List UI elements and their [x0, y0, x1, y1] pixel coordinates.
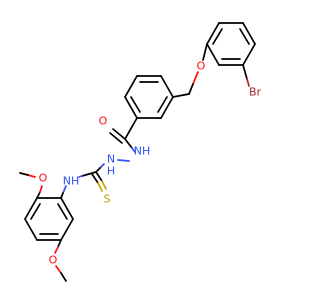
bond-ring-methoxy-ortho	[39, 185, 43, 193]
hydrazide-n-label: N	[107, 153, 115, 166]
bond	[160, 96, 174, 119]
hydrazide-h-label: H	[107, 165, 115, 178]
bond	[60, 218, 74, 241]
bond-nh-ring	[60, 192, 64, 199]
molecule-structure: O Br O NH N H NH S O O	[19, 22, 262, 282]
bromine-label: Br	[249, 86, 262, 99]
bond	[160, 75, 174, 98]
bond	[242, 22, 256, 45]
bond-ring-methoxy-ortho	[36, 191, 41, 199]
bond-nh-ring	[62, 185, 67, 194]
bond	[206, 22, 220, 45]
bond-ch2-ring	[172, 93, 190, 98]
aromatic-inner-bond	[30, 203, 41, 220]
bond-ring-bromine	[242, 64, 248, 80]
methoxy-ortho-oxygen-label: O	[39, 172, 48, 185]
bond-carbonyl-nh	[131, 147, 136, 153]
bond-methoxy-para-methyl	[55, 265, 62, 274]
bond-n-thiocarbon	[99, 163, 105, 169]
bond	[24, 197, 38, 220]
carbonyl-oxygen-label: O	[99, 115, 108, 128]
bond-ring-ether	[202, 43, 208, 61]
aromatic-inner-bond	[212, 28, 223, 45]
bond-thione-double	[97, 182, 103, 192]
bond-n-thiocarbon	[95, 167, 101, 173]
bond	[206, 43, 220, 66]
bond-hydrazine	[117, 159, 130, 162]
bond-thione-double	[101, 180, 107, 190]
bond	[124, 75, 138, 98]
bond-methoxy-para-methyl	[60, 272, 67, 282]
bromophenyl-ring	[206, 22, 256, 66]
methoxy-para-oxygen-label: O	[49, 254, 58, 267]
bond	[24, 218, 38, 241]
ether-oxygen-label: O	[197, 60, 206, 73]
aromatic-inner-bond	[239, 28, 250, 45]
thione-sulfur-label: S	[104, 193, 111, 206]
thioamide-nh-label: NH	[63, 175, 80, 188]
bond-bromine	[246, 78, 250, 87]
bond	[124, 96, 138, 119]
aromatic-inner-bond	[157, 96, 168, 113]
bond-ring-methoxy-para	[57, 239, 62, 248]
aromatic-inner-bond	[130, 96, 141, 113]
bond-thione-double	[95, 171, 103, 182]
benzene-ring	[124, 75, 174, 119]
bond-carbonyl-double	[112, 128, 126, 140]
bond-ether-ch2	[188, 83, 194, 95]
bond	[60, 197, 74, 220]
bond	[242, 43, 256, 66]
dimethoxyphenyl-ring	[24, 197, 74, 241]
hydrazide-nh-label: NH	[134, 145, 151, 158]
bond-carbonyl-nh	[124, 138, 133, 149]
bond-ether-ch2	[192, 71, 199, 85]
bond-methoxy-ortho-methyl	[19, 172, 29, 176]
aromatic-inner-bond	[57, 203, 68, 220]
bond-thiocarbon-nh	[81, 171, 97, 177]
bond-ring-methoxy-para	[54, 246, 59, 254]
bond-thione-double	[91, 173, 99, 184]
bond-thiocarbon-nh	[78, 175, 83, 178]
bond-methoxy-ortho-methyl	[27, 174, 36, 178]
bond-ring-carbonyl	[124, 117, 138, 140]
bond-carbonyl-double	[109, 132, 123, 144]
